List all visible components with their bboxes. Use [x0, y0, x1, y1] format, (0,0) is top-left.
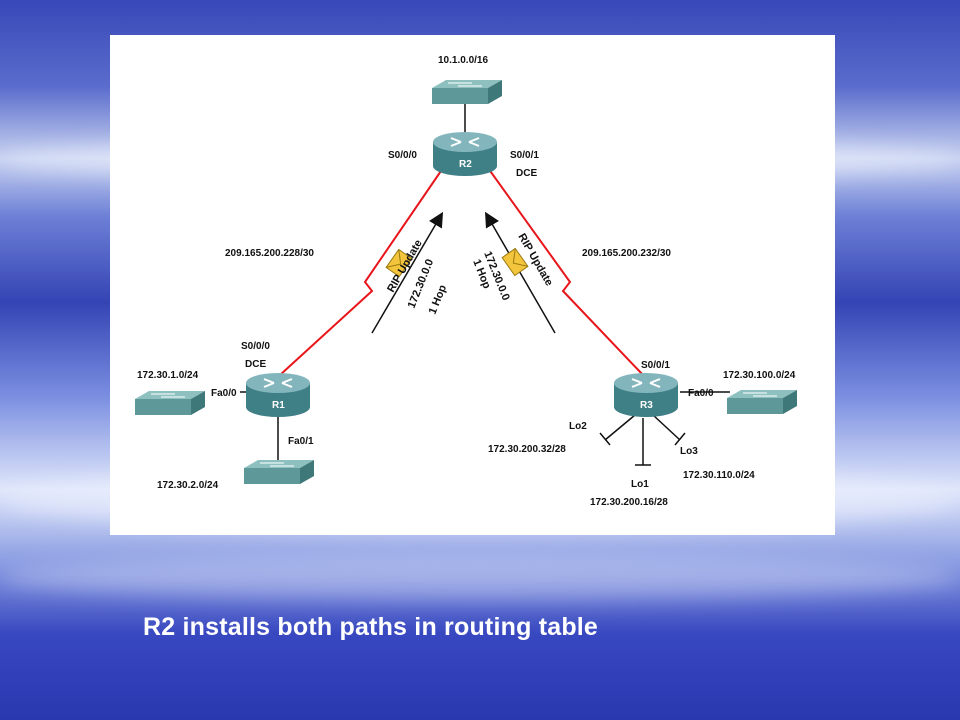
update-arrow-right [484, 211, 556, 334]
router-r3-label: R3 [640, 400, 653, 411]
update-arrow-left [371, 211, 444, 334]
loopback-lo3 [652, 414, 686, 446]
network-label: 172.30.100.0/24 [723, 370, 796, 381]
network-diagram: R2 R1 R3 RIP Update 172.30.0.0 1 Hop RIP… [110, 35, 835, 535]
network-label: 172.30.1.0/24 [137, 370, 199, 381]
network-label: 172.30.110.0/24 [683, 470, 755, 481]
interface-label: S0/0/0 [388, 150, 417, 161]
interface-label: Fa0/1 [288, 436, 314, 447]
network-label: 209.165.200.228/30 [225, 248, 314, 259]
interface-label: Fa0/0 [211, 388, 237, 399]
envelope-icon [385, 248, 413, 278]
svg-text:1 Hop: 1 Hop [427, 283, 450, 316]
loopback-lo2 [599, 414, 636, 446]
interface-label: S0/0/1 [510, 150, 539, 161]
router-r1-label: R1 [272, 400, 285, 411]
router-r2: R2 [432, 131, 498, 177]
network-label: 172.30.200.32/28 [488, 444, 566, 455]
switch-172-30-100 [726, 389, 798, 415]
switch-172-30-1 [134, 390, 206, 416]
interface-label: Lo1 [631, 479, 649, 490]
router-r1: R1 [245, 372, 311, 418]
network-label: 172.30.2.0/24 [157, 480, 219, 491]
loopback-lo1 [635, 418, 651, 466]
interface-label: Lo2 [569, 421, 587, 432]
serial-link-r2-r3 [487, 167, 644, 376]
background-streak [0, 555, 960, 600]
serial-link-r1-r2 [279, 167, 444, 376]
update-left-hops: 1 Hop [427, 283, 450, 316]
envelope-icon [501, 247, 529, 277]
interface-label: S0/0/0 [241, 341, 270, 352]
interface-label: Lo3 [680, 446, 698, 457]
slide-caption: R2 installs both paths in routing table [143, 613, 599, 641]
interface-label: Fa0/0 [688, 388, 714, 399]
router-r2-label: R2 [459, 159, 472, 170]
network-label: 172.30.200.16/28 [590, 497, 668, 508]
switch-10-1 [431, 79, 503, 105]
switch-172-30-2 [243, 459, 315, 485]
interface-label: S0/0/1 [641, 360, 670, 371]
router-r3: R3 [613, 372, 679, 418]
dce-label: DCE [245, 359, 266, 370]
dce-label: DCE [516, 168, 537, 179]
topology-svg: R2 R1 R3 RIP Update 172.30.0.0 1 Hop RIP… [134, 55, 798, 508]
network-label: 209.165.200.232/30 [582, 248, 671, 259]
network-label: 10.1.0.0/16 [438, 55, 488, 66]
